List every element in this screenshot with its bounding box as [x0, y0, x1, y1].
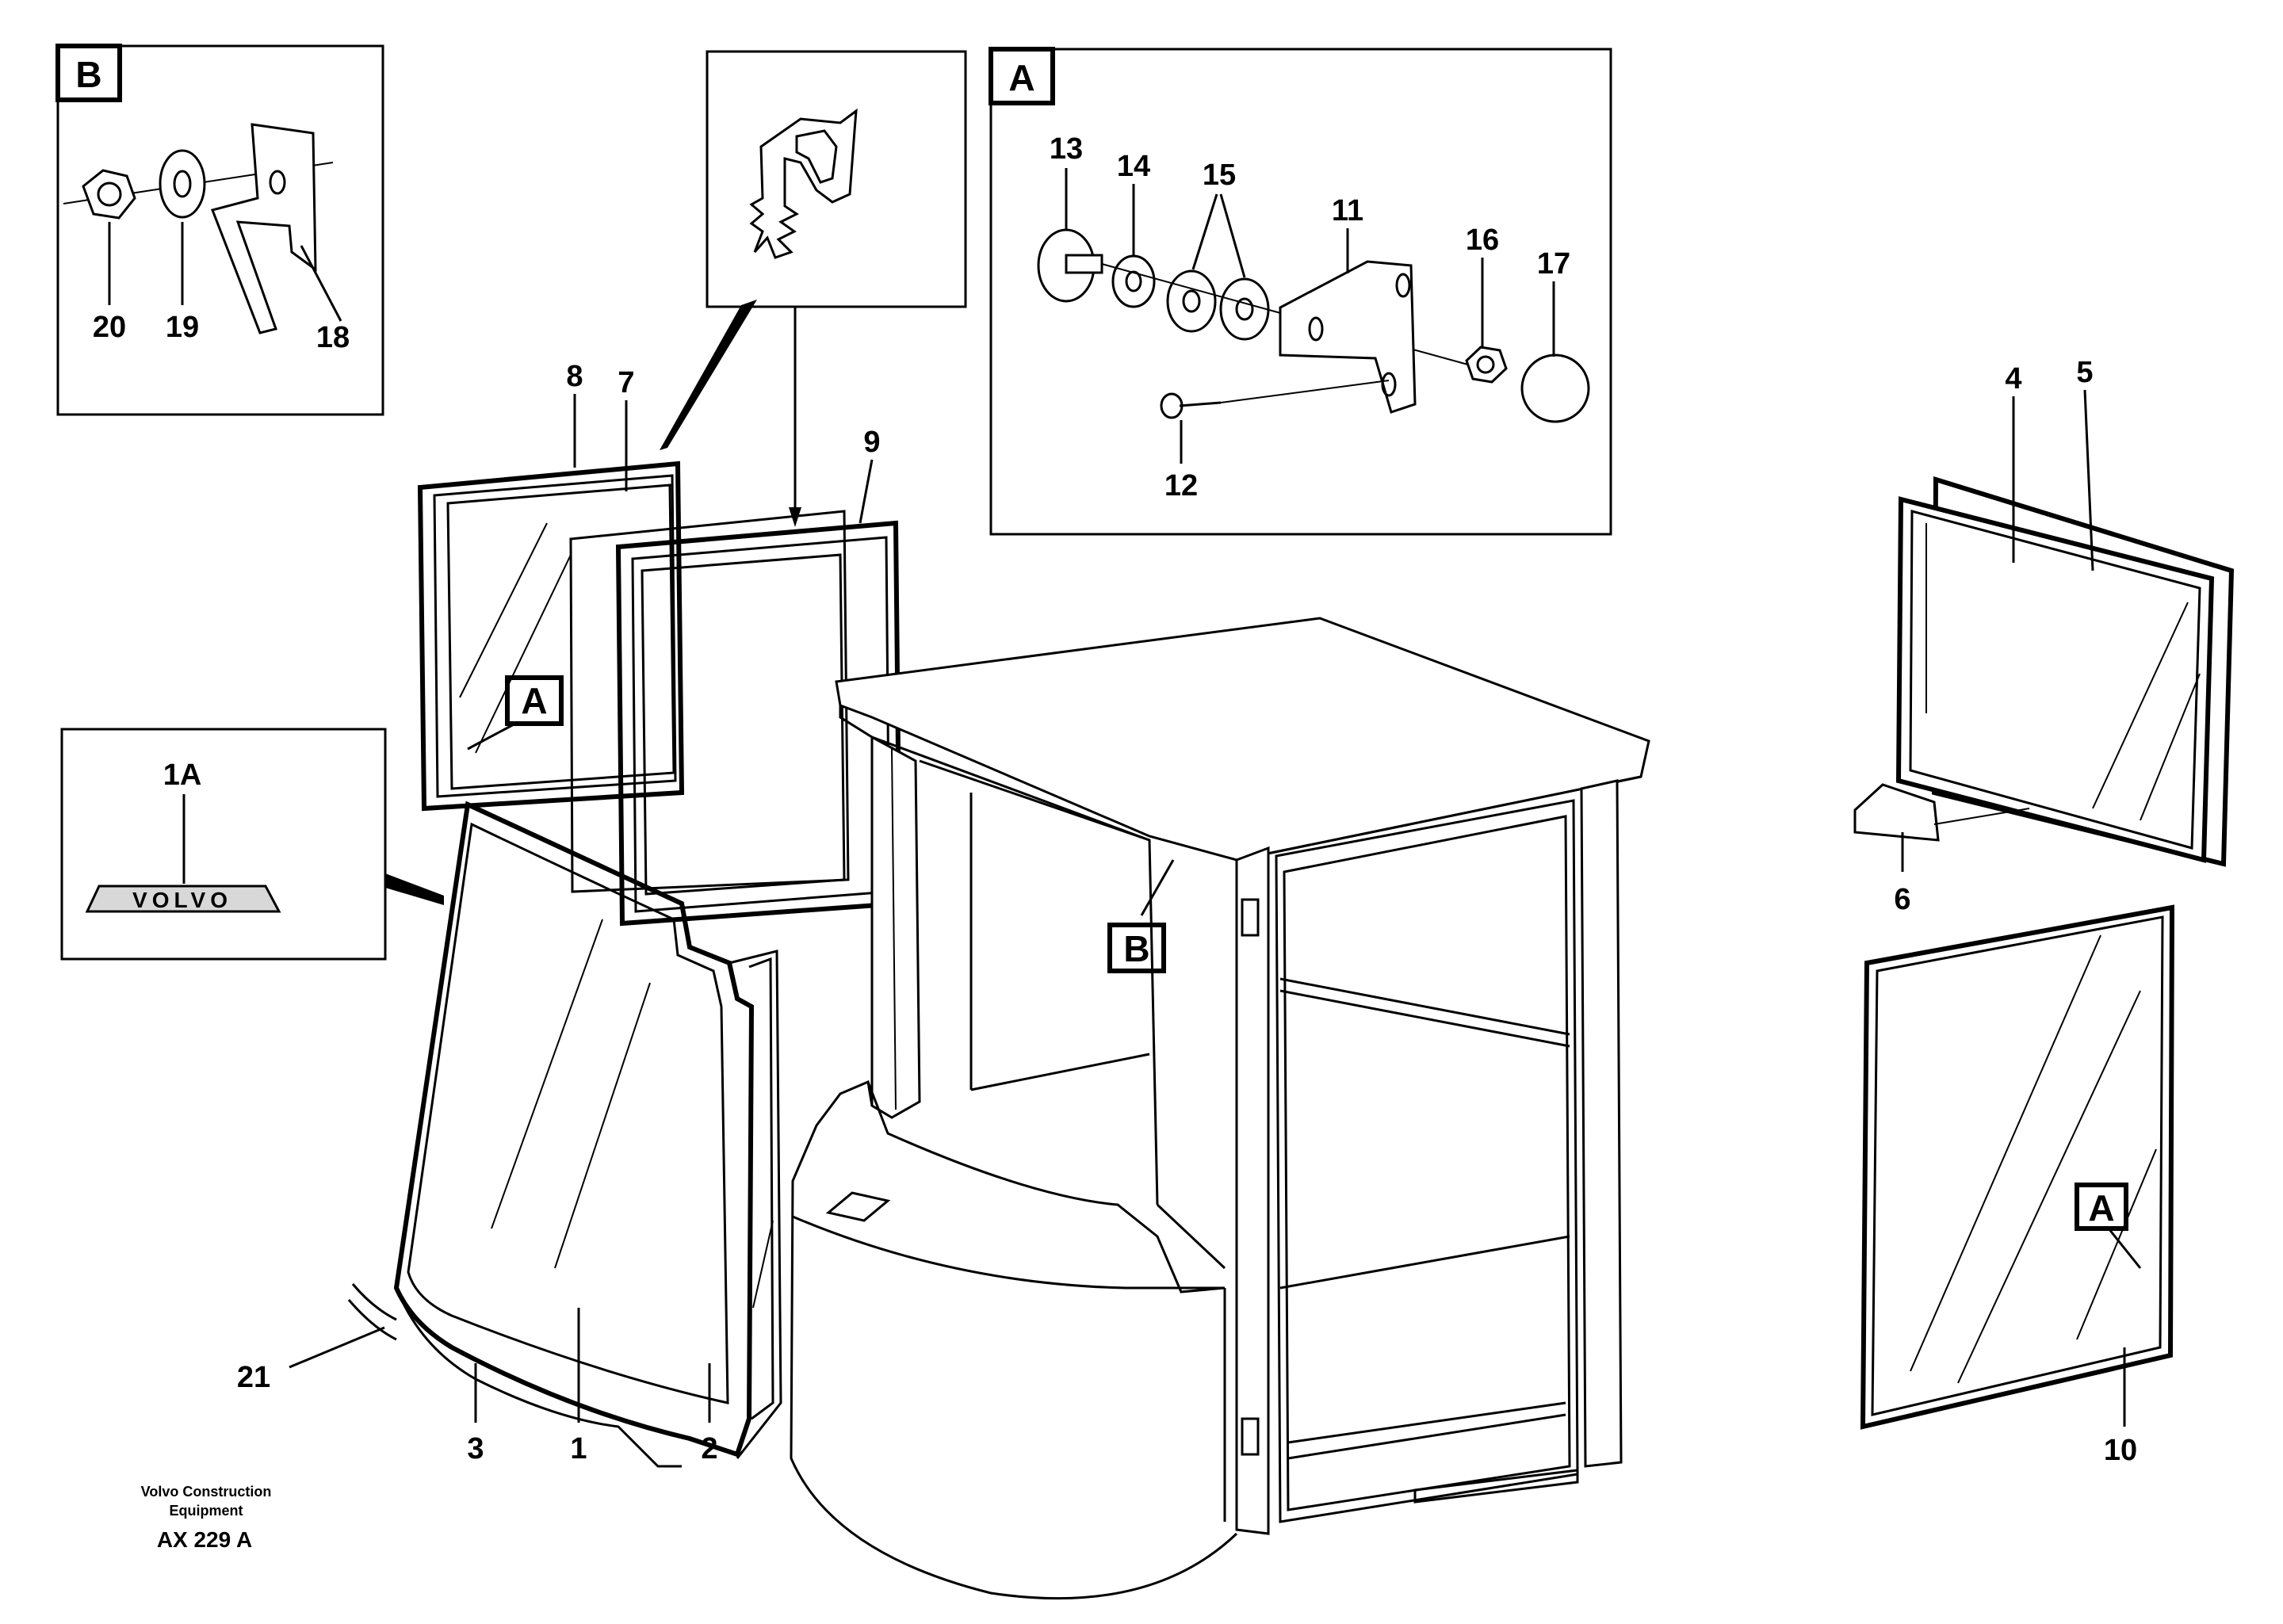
seal-profile-inset [660, 50, 967, 527]
label-4: 4 [2005, 362, 2021, 395]
inset-1a: 1A VOLVO [60, 728, 444, 961]
label-6: 6 [1894, 883, 1910, 916]
label-5: 5 [2076, 356, 2093, 389]
callout-a-1-box [505, 675, 564, 726]
rubber-washer-icon [1166, 269, 1270, 341]
inset-b-tag-box [55, 44, 122, 102]
side-window-upper [1895, 476, 2235, 867]
bolt-icon [1037, 228, 1103, 303]
footer-company-line2: Equipment [170, 1503, 243, 1519]
label-11: 11 [1332, 194, 1363, 227]
label-13: 13 [1050, 132, 1083, 166]
inset-a-frame [989, 48, 1612, 536]
bracket-icon [210, 123, 317, 334]
inset-b: B 20 19 18 [55, 44, 384, 416]
hinge-icon [1241, 898, 1260, 937]
callout-b-1-box [1107, 923, 1166, 973]
callout-b-1: B [1123, 928, 1149, 969]
label-21: 21 [237, 1361, 270, 1394]
label-8: 8 [566, 360, 583, 393]
label-15: 15 [1203, 159, 1236, 192]
callout-a-2: A [2088, 1187, 2114, 1229]
inset-1a-frame [60, 728, 387, 961]
inset-b-frame [56, 44, 384, 416]
label-12: 12 [1164, 469, 1198, 502]
label-18: 18 [316, 321, 350, 354]
volvo-emblem-icon [85, 885, 281, 913]
label-1a: 1A [163, 759, 202, 792]
wedge-block-icon [1853, 783, 1940, 842]
side-window-lower [1860, 904, 2175, 1430]
label-7: 7 [618, 366, 634, 399]
windshield [393, 801, 782, 1468]
inset-b-tag: B [75, 54, 101, 95]
trim-strip [351, 1283, 397, 1321]
inset-a-tag-box [989, 47, 1055, 105]
emblem-text: VOLVO [132, 888, 232, 912]
mirror-bracket-icon [1279, 260, 1417, 414]
callout-a-1: A [521, 680, 547, 721]
nut-icon [1465, 346, 1508, 384]
label-17: 17 [1537, 247, 1570, 281]
label-2: 2 [701, 1432, 717, 1465]
hinge-icon [1241, 1417, 1260, 1456]
callout-a-2-box [2075, 1183, 2128, 1231]
label-19: 19 [166, 311, 199, 344]
diagram-code: AX 229 A [157, 1527, 252, 1552]
seal-profile-frame [706, 50, 967, 308]
rear-window-left [417, 460, 685, 812]
washer-icon [1111, 254, 1156, 308]
washer-icon [159, 149, 206, 219]
label-10: 10 [2104, 1434, 2137, 1467]
label-3: 3 [467, 1432, 484, 1465]
label-16: 16 [1466, 224, 1499, 257]
inset-a: A [989, 47, 1612, 536]
footer-company-line1: Volvo Construction [141, 1484, 272, 1500]
inset-a-tag: A [1008, 57, 1034, 98]
cap-icon [1520, 353, 1590, 423]
cab-body [790, 617, 1650, 1600]
label-20: 20 [93, 311, 126, 344]
label-1: 1 [570, 1432, 587, 1465]
label-14: 14 [1117, 150, 1150, 183]
door-window-frame [569, 510, 903, 927]
screw-icon [1160, 380, 1390, 419]
label-9: 9 [863, 426, 880, 459]
seal-profile-icon [749, 108, 858, 259]
